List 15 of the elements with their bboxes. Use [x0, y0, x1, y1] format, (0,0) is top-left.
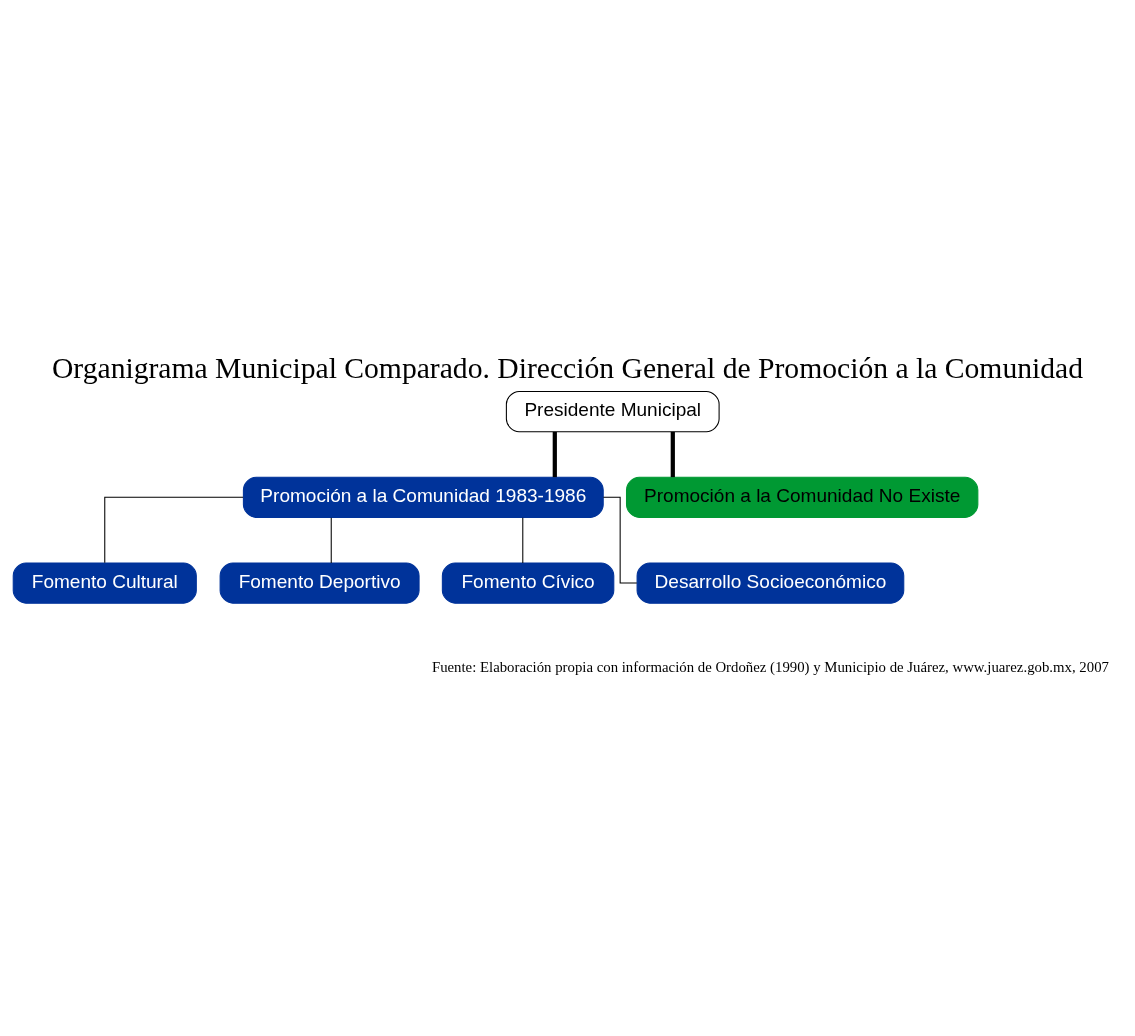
node-box: Fomento Cultural [12, 561, 197, 604]
connector [522, 516, 524, 563]
connector [330, 516, 332, 563]
diagram-title: Organigrama Municipal Comparado. Dirección General de Promoción a la Comunidad [51, 351, 1084, 384]
connector [602, 496, 638, 584]
node-box: Promoción a la Comunidad 1983-1986 [242, 476, 604, 518]
node-box: Promoción a la Comunidad No Existe [625, 476, 979, 518]
node-box: Desarrollo Socioeconómico [636, 561, 905, 604]
node-box: Presidente Municipal [505, 390, 720, 432]
node-box: Fomento Deportivo [219, 561, 420, 604]
caption: Fuente: Elaboración propia con información de Ordoñez (1990) y Municipio de Juárez, www.juarez.gob.mx, 2007 [431, 658, 1109, 675]
connector [104, 496, 244, 563]
node-box: Fomento Cívico [441, 561, 615, 604]
connector [670, 431, 675, 477]
connector [552, 431, 557, 477]
